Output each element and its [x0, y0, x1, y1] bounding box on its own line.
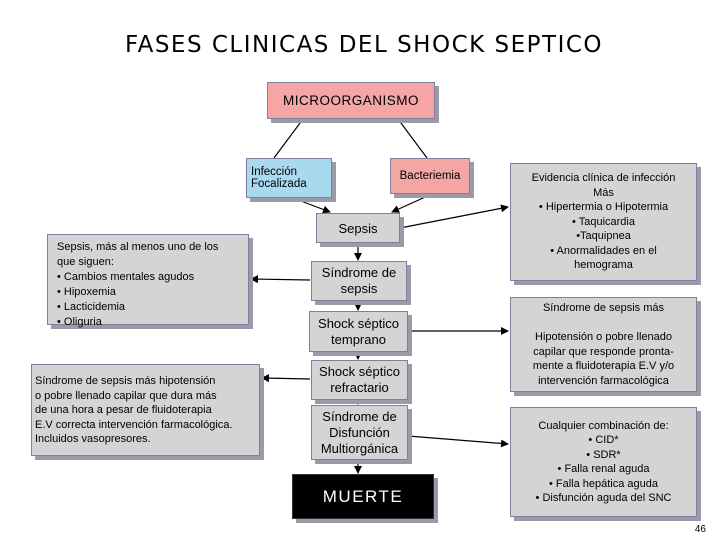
- node-microorganismo: MICROORGANISMO: [267, 82, 435, 119]
- note-line: •Taquipnea: [576, 230, 631, 243]
- note-line: • Cambios mentales agudos: [57, 271, 195, 283]
- note-line: capilar que responde pronta-: [533, 345, 674, 358]
- note-line: Incluidos vasopresores.: [35, 433, 151, 445]
- note-line: o pobre llenado capilar que dura más: [35, 389, 217, 402]
- note-line: • Lacticidemia: [57, 301, 126, 313]
- note-line: Sepsis, más al menos uno de los: [57, 241, 219, 253]
- note-line: • Anormalidades en el: [550, 244, 657, 257]
- edge-sepsis-evidencia: [399, 204, 509, 229]
- node-infeccion-line: Focalizada: [251, 178, 307, 190]
- node-temprano-line: temprano: [331, 331, 386, 347]
- page-number: 46: [694, 524, 706, 535]
- node-disfuncion-line: Síndrome de: [322, 408, 397, 424]
- edge-criterios-sindrome: [250, 275, 311, 284]
- note-criterios-sindrome: Sepsis, más al menos uno de los que sigu…: [47, 234, 249, 328]
- note-line: Síndrome de sepsis más: [542, 302, 665, 314]
- note-line: • Taquicardia: [572, 215, 635, 228]
- note-line: • Hipoxemia: [57, 286, 116, 298]
- note-line: • Hipertermia o Hipotermia: [538, 201, 669, 214]
- edge-infeccion-sepsis: [292, 197, 331, 214]
- node-bacteriemia: Bacteriemia: [390, 158, 470, 194]
- note-line: • Falla hepática aguda: [548, 477, 659, 490]
- note-line: • Disfunción aguda del SNC: [535, 492, 672, 504]
- note-line: Cualquier combinación de:: [538, 419, 669, 432]
- note-line: E.V correcta intervención farmacológica.: [35, 418, 233, 431]
- node-sepsis: Sepsis: [316, 213, 400, 243]
- edge-micro-bacteriemia: [397, 118, 428, 159]
- edge-micro-infeccion: [273, 118, 304, 159]
- node-refractario-line: refractario: [330, 380, 389, 395]
- node-refractario-line: Shock séptico: [319, 364, 400, 379]
- node-muerte: MUERTE: [292, 474, 434, 519]
- note-combinacion-disfuncion: Cualquier combinación de: • CID* • SDR* …: [510, 407, 697, 517]
- note-line: Más: [593, 186, 614, 199]
- node-infeccion-line: Infección: [251, 166, 298, 178]
- node-sindrome-de-sepsis: Síndrome de sepsis: [311, 261, 407, 301]
- note-line: Evidencia clínica de infección: [531, 172, 676, 185]
- note-line: de una hora a pesar de fluidoterapia: [35, 404, 212, 416]
- note-line: • CID*: [588, 434, 619, 446]
- note-evidencia-clinica: Evidencia clínica de infección Más • Hip…: [510, 163, 697, 281]
- edge-refractario-def: [261, 374, 311, 383]
- note-line: intervención farmacológica: [538, 374, 669, 387]
- node-infeccion-focalizada: Infección Focalizada: [246, 158, 332, 198]
- note-line: que siguen:: [57, 256, 114, 268]
- note-line: Síndrome de sepsis más hipotensión: [35, 375, 216, 387]
- note-definicion-temprano: Síndrome de sepsis más Hipotensión o pob…: [510, 297, 697, 392]
- node-shock-septico-refractario: Shock séptico refractario: [311, 360, 408, 400]
- edge-disfuncion-cid: [407, 435, 509, 448]
- note-spacer: [602, 316, 605, 331]
- note-line: hemograma: [574, 259, 633, 272]
- node-sindrome-line: sepsis: [340, 281, 378, 296]
- note-definicion-refractario: Síndrome de sepsis más hipotensión o pob…: [31, 364, 260, 456]
- node-shock-septico-temprano: Shock séptico temprano: [309, 311, 408, 352]
- note-line: • Falla renal aguda: [557, 463, 650, 475]
- edge-bacteriemia-sepsis: [391, 193, 433, 213]
- node-temprano-line: Shock séptico: [318, 315, 399, 331]
- page-title: FASES CLINICAS DEL SHOCK SEPTICO: [124, 32, 604, 58]
- note-line: Hipotensión o pobre llenado: [535, 331, 672, 343]
- note-line: mente a fluidoterapia E.V y/o: [532, 360, 675, 372]
- node-disfuncion-line: Disfunción: [329, 424, 390, 440]
- node-disfuncion-line: Multiorgánica: [320, 440, 399, 456]
- note-line: • Oliguria: [57, 316, 102, 328]
- node-sindrome-line: Síndrome de: [321, 265, 397, 280]
- note-line: • SDR*: [586, 448, 621, 461]
- node-disfuncion-multiorganica: Síndrome de Disfunción Multiorgánica: [311, 405, 408, 460]
